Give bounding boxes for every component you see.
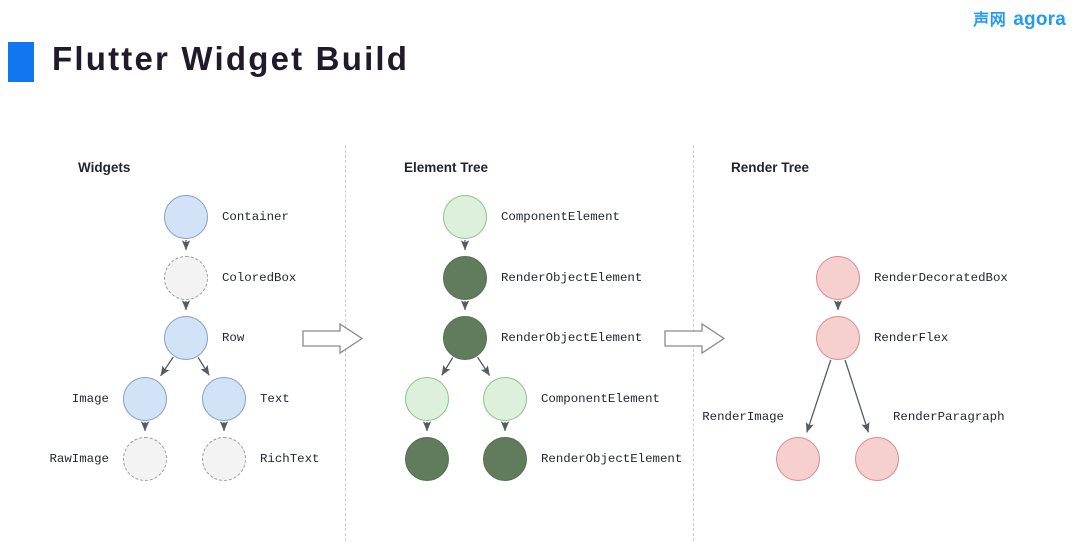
node-label-ce-root: ComponentElement (501, 209, 620, 224)
edge-roe-2-to-ce-right (477, 356, 491, 376)
brand-name-cn: 声网 (973, 9, 1007, 29)
node-roe-2 (443, 316, 487, 360)
node-rimg (776, 437, 820, 481)
node-label-rpara: RenderParagraph (893, 409, 1005, 424)
node-label-coloredbox: ColoredBox (222, 270, 297, 285)
edge-roe-2-to-ce-left (441, 357, 454, 376)
node-label-ce-right: ComponentElement (541, 391, 660, 406)
column-header-widgets: Widgets (78, 160, 131, 175)
node-image (123, 377, 167, 421)
node-ce-right (483, 377, 527, 421)
node-label-rawimage: RawImage (49, 451, 110, 466)
node-label-roe-right: RenderObjectElement (541, 451, 683, 466)
node-label-text: Text (260, 391, 290, 406)
node-roe-right (483, 437, 527, 481)
widgets-to-element-arrow (302, 322, 364, 355)
element-to-render-arrow (664, 322, 726, 355)
edge-rflex-to-rimg (805, 359, 832, 433)
node-rpara (855, 437, 899, 481)
node-richtext (202, 437, 246, 481)
node-text (202, 377, 246, 421)
node-label-roe-2: RenderObjectElement (501, 330, 643, 345)
page-title: Flutter Widget Build (52, 40, 410, 77)
node-label-image: Image (71, 391, 109, 406)
node-ce-root (443, 195, 487, 239)
edge-row-to-image (160, 356, 174, 377)
node-row (164, 316, 208, 360)
node-container (164, 195, 208, 239)
node-roe-left (405, 437, 449, 481)
column-header-element-tree: Element Tree (404, 160, 489, 175)
node-label-rdb: RenderDecoratedBox (874, 270, 1008, 285)
node-rawimage (123, 437, 167, 481)
node-label-roe-1: RenderObjectElement (501, 270, 643, 285)
title-accent-block (8, 42, 34, 82)
edge-row-to-text (197, 357, 210, 376)
edge-rflex-to-rpara (844, 359, 870, 433)
node-label-rflex: RenderFlex (874, 330, 949, 345)
node-rdb (816, 256, 860, 300)
node-ce-left (405, 377, 449, 421)
node-label-row: Row (222, 330, 245, 345)
brand-name-en: agora (1013, 9, 1066, 30)
node-coloredbox (164, 256, 208, 300)
node-rflex (816, 316, 860, 360)
node-label-richtext: RichText (260, 451, 320, 466)
agora-logo: 声网 agora (973, 10, 1066, 29)
node-roe-1 (443, 256, 487, 300)
node-label-container: Container (222, 209, 289, 224)
column-header-render-tree: Render Tree (731, 160, 810, 175)
node-label-rimg: RenderImage (702, 409, 784, 424)
